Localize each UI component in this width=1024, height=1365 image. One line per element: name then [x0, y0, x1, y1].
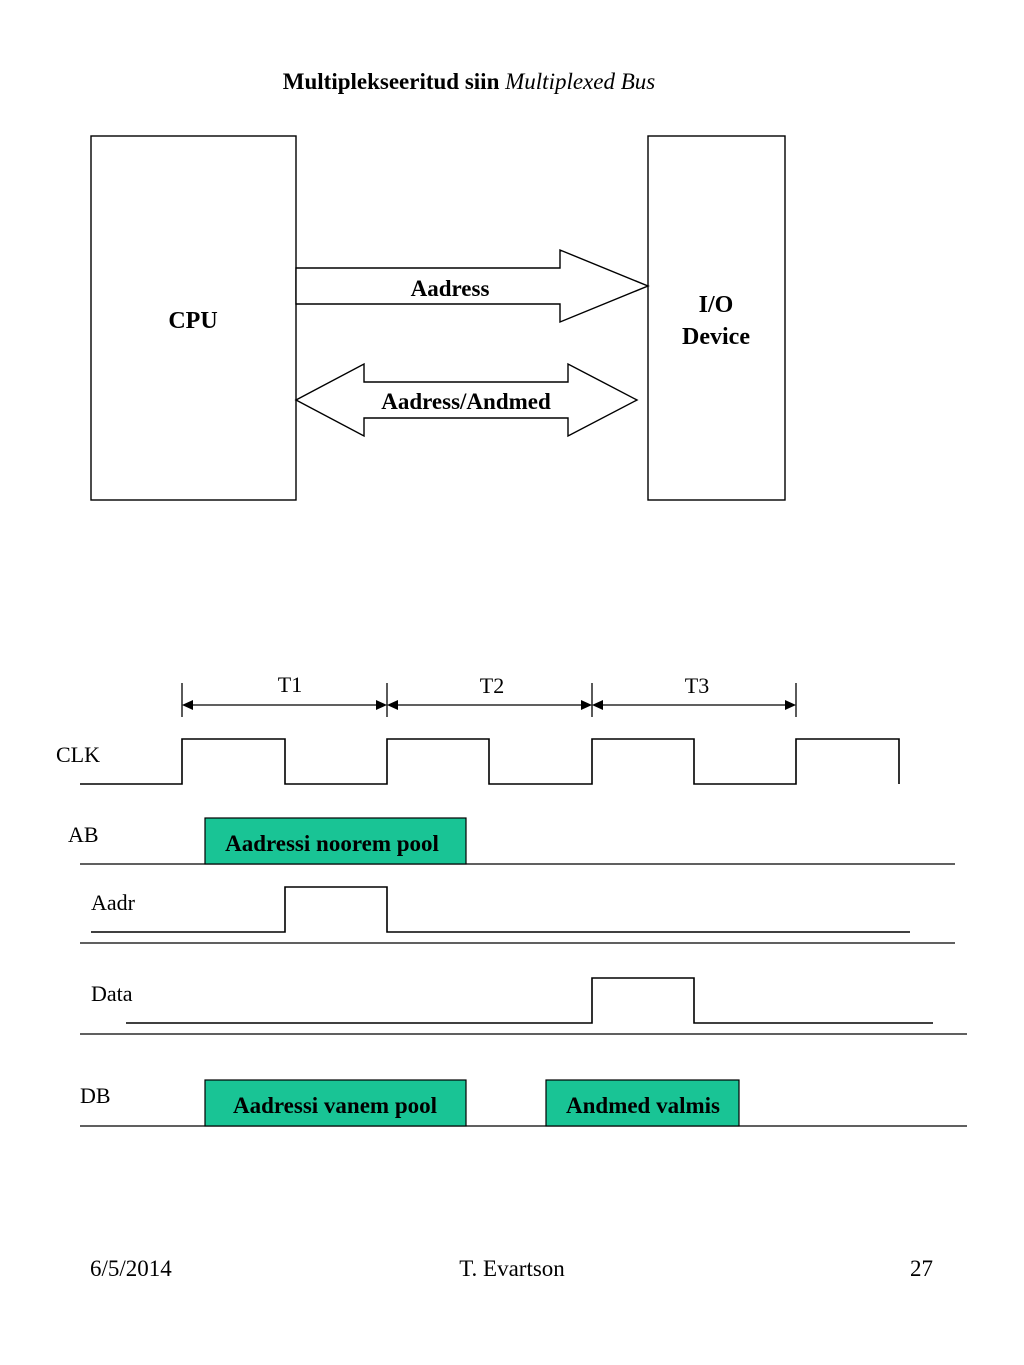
period-t2-arrow-left: [387, 700, 398, 710]
footer-page-number: 27: [910, 1256, 933, 1281]
cpu-block: [90, 135, 297, 501]
db-data-ready-label: Andmed valmis: [566, 1093, 720, 1118]
clk-waveform: [80, 738, 900, 785]
title-bold: Multiplekseeritud siin: [283, 69, 500, 94]
signal-label-data: Data: [91, 981, 133, 1006]
cpu-label: CPU: [168, 308, 217, 334]
db-address-high-label: Aadressi vanem pool: [233, 1093, 437, 1118]
address-data-bus-label: Aadress/Andmed: [381, 389, 551, 414]
title-italic: Multiplexed Bus: [504, 69, 655, 94]
timing-periods: T1 T2 T3: [181, 672, 797, 717]
data-waveform: [126, 977, 933, 1024]
signal-label-clk: CLK: [56, 742, 100, 767]
period-t3-arrow-left: [592, 700, 603, 710]
address-bus-label: Aadress: [411, 276, 490, 301]
period-t1-arrow-right: [376, 700, 387, 710]
db-data-ready-box: [545, 1079, 740, 1127]
io-label-line2: Device: [682, 324, 750, 350]
address-bus-arrow: [295, 248, 650, 324]
footer-author: T. Evartson: [459, 1256, 565, 1281]
period-label-t1: T1: [278, 672, 302, 697]
signal-label-ab: AB: [68, 822, 99, 847]
signal-label-aadr: Aadr: [91, 890, 136, 915]
ab-address-low-label: Aadressi noorem pool: [225, 831, 439, 856]
period-t1-arrow-left: [182, 700, 193, 710]
signal-label-db: DB: [80, 1083, 111, 1108]
address-data-bus-arrow: [294, 362, 639, 438]
io-device-block: [647, 135, 786, 501]
ab-address-low-box: [204, 817, 467, 865]
period-t3-arrow-right: [785, 700, 796, 710]
db-address-high-box: [204, 1079, 467, 1127]
aadr-waveform: [91, 886, 910, 933]
io-label-line1: I/O: [699, 292, 734, 318]
page-title: Multiplekseeritud siin Multiplexed Bus: [283, 69, 656, 94]
period-label-t2: T2: [480, 673, 504, 698]
period-label-t3: T3: [685, 673, 709, 698]
period-t2-arrow-right: [581, 700, 592, 710]
footer-date: 6/5/2014: [90, 1256, 172, 1281]
